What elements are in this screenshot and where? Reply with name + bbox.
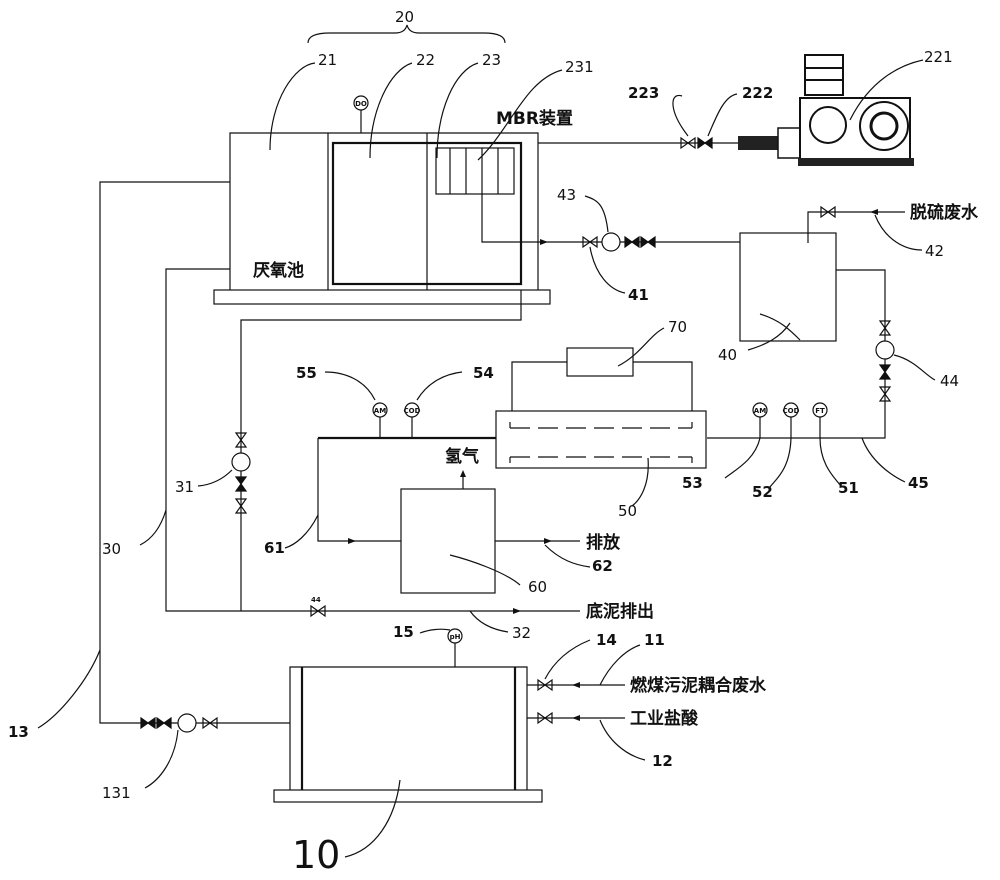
power-supply-70 [566, 347, 634, 377]
svg-text:AM: AM [754, 407, 766, 415]
valve-222 [697, 137, 713, 149]
label-22: 22 [416, 51, 435, 69]
label-41: 41 [628, 286, 649, 304]
pump-31 [231, 452, 251, 472]
tank-10 [289, 666, 528, 790]
label-45: 45 [908, 474, 929, 492]
hydrogen-text: 氢气 [445, 446, 479, 467]
svg-text:DO: DO [355, 100, 367, 108]
sensor-am-53: AM [752, 402, 768, 438]
label-223: 223 [628, 84, 659, 102]
label-222: 222 [742, 84, 773, 102]
anaerobic-pool-text: 厌氧池 [253, 260, 304, 281]
label-231: 231 [565, 58, 594, 76]
label-62: 62 [592, 557, 613, 575]
label-30: 30 [102, 540, 121, 558]
label-60: 60 [528, 578, 547, 596]
label-54: 54 [473, 364, 494, 382]
pump-44 [875, 340, 895, 360]
svg-text:FT: FT [815, 407, 825, 415]
blower-221 [738, 54, 914, 166]
line-61 [317, 438, 401, 542]
label-10: 10 [292, 833, 340, 877]
label-52: 52 [752, 483, 773, 501]
label-21: 21 [318, 51, 337, 69]
svg-text:pH: pH [450, 633, 461, 641]
line-30 [165, 268, 580, 612]
bioreactor-partitions [327, 133, 428, 290]
acid-text: 工业盐酸 [630, 708, 699, 729]
label-51: 51 [838, 479, 859, 497]
pump-131 [177, 713, 197, 733]
tank-10-base [273, 789, 543, 803]
label-44b: 44 [311, 596, 321, 604]
sensor-cod-52: COD [783, 402, 800, 438]
bracket-20: 20 [307, 8, 506, 44]
svg-text:COD: COD [783, 407, 800, 415]
label-31: 31 [175, 478, 194, 496]
label-43: 43 [557, 186, 576, 204]
sensor-ft: FT [812, 402, 828, 438]
coal-sludge-text: 燃煤污泥耦合废水 [630, 675, 767, 696]
mbr-device-text: MBR装置 [496, 108, 573, 129]
label-131: 131 [102, 784, 131, 802]
label-50: 50 [618, 502, 637, 520]
label-14: 14 [596, 631, 617, 649]
label-12: 12 [652, 752, 673, 770]
power-wires [511, 361, 693, 411]
pump-43 [601, 232, 621, 252]
label-13: 13 [8, 723, 29, 741]
sensor-cod-54: COD [404, 402, 421, 438]
aerobic-inner-box [331, 141, 523, 286]
mbr-device [435, 147, 515, 195]
bioreactor: DO 厌氧池 MBR装置 [213, 95, 573, 305]
label-70: 70 [668, 318, 687, 336]
desulfur-text: 脱硫废水 [910, 202, 979, 223]
buffer-tank-40 [739, 232, 837, 342]
label-23: 23 [482, 51, 501, 69]
label-42: 42 [925, 242, 944, 260]
gas-collector-60 [400, 488, 496, 594]
label-40: 40 [718, 346, 737, 364]
ph-sensor: pH [447, 628, 463, 667]
label-61: 61 [264, 539, 285, 557]
electrolyzer-50 [495, 410, 707, 469]
svg-text:COD: COD [404, 407, 421, 415]
discharge-text: 排放 [586, 532, 621, 553]
sludge-text: 底泥排出 [586, 601, 654, 622]
bioreactor-wall [229, 132, 539, 290]
label-55: 55 [296, 364, 317, 382]
label-32: 32 [512, 624, 531, 642]
label-20: 20 [395, 8, 414, 26]
svg-text:AM: AM [374, 407, 386, 415]
label-11: 11 [644, 631, 665, 649]
label-44: 44 [940, 372, 959, 390]
label-15: 15 [393, 623, 414, 641]
bioreactor-base [213, 289, 551, 305]
label-53: 53 [682, 474, 703, 492]
sensor-am-55: AM [372, 402, 388, 438]
label-221: 221 [924, 48, 953, 66]
